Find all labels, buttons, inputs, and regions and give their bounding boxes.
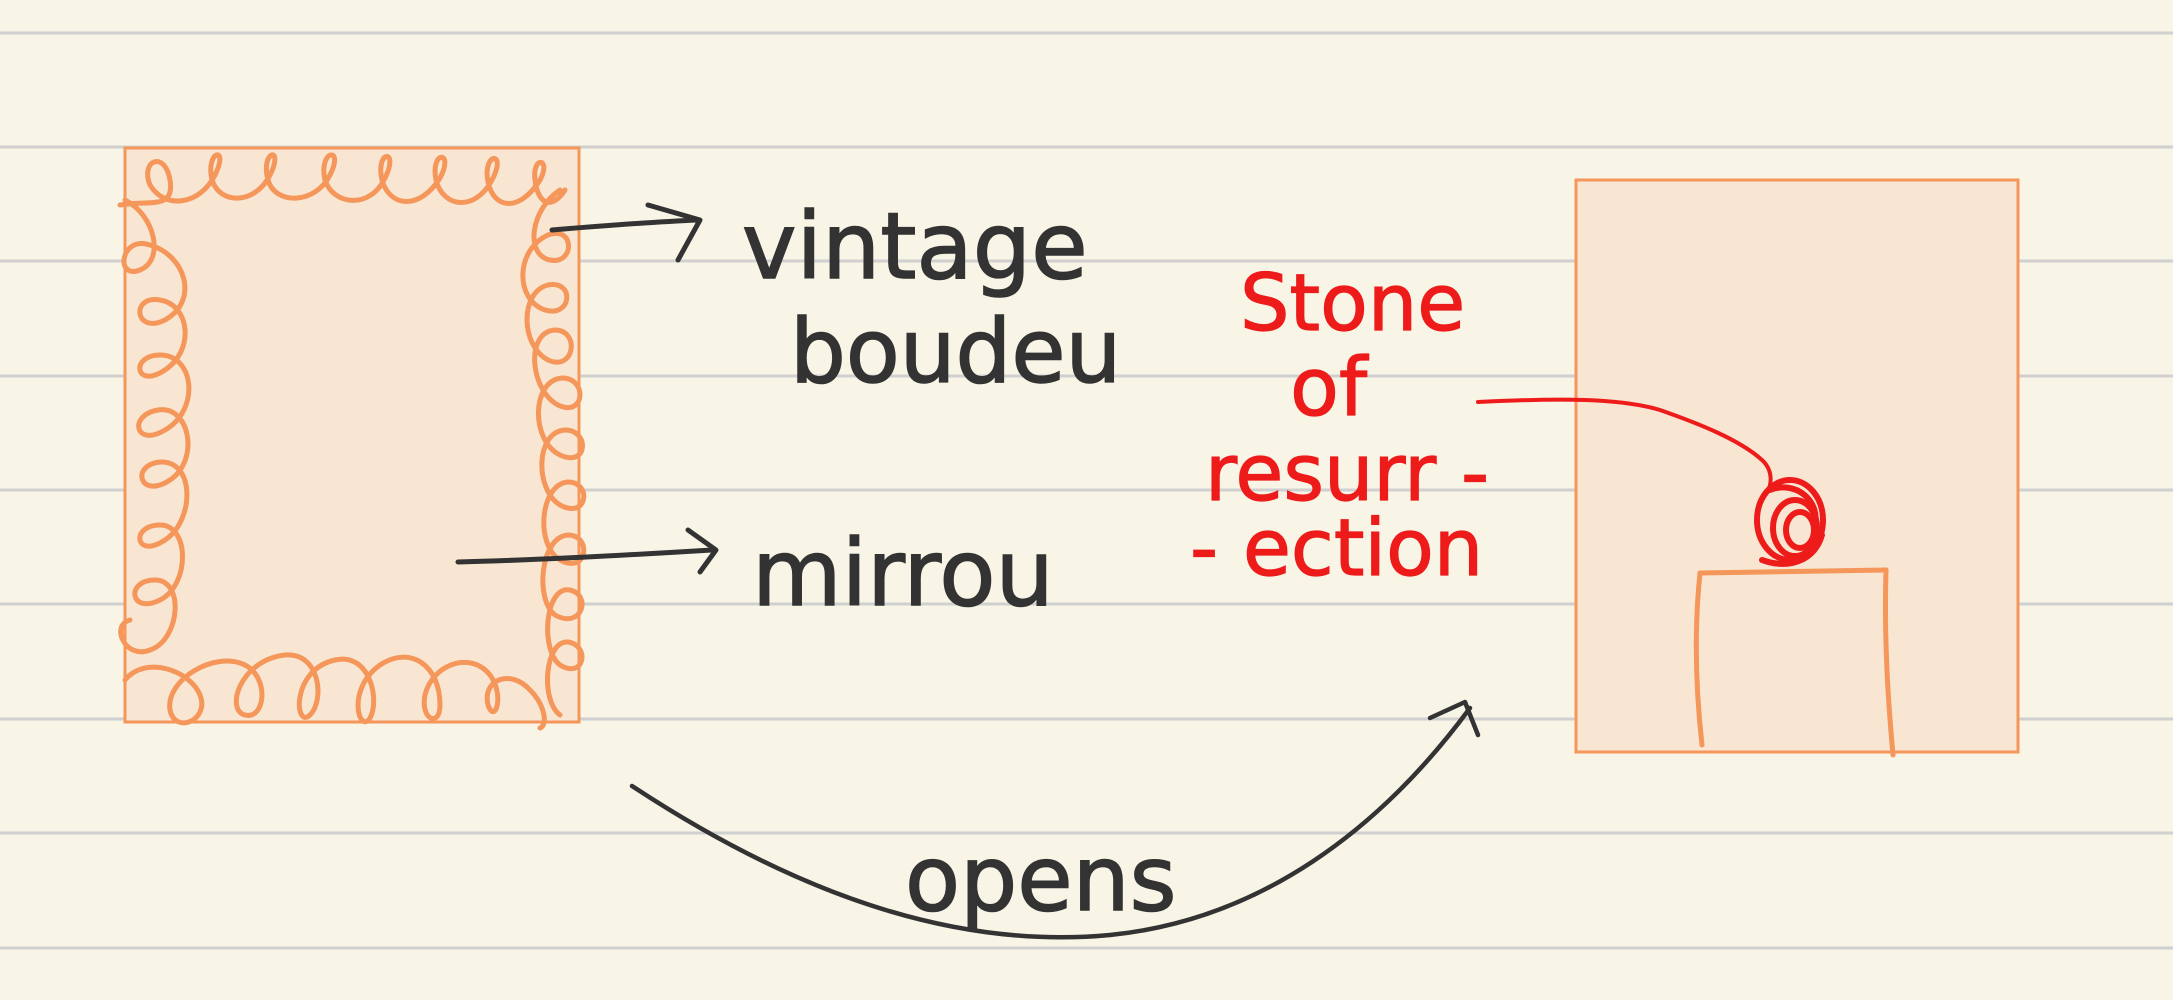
mirror-frame-icon [117, 146, 587, 731]
label-opens: opens [905, 827, 1177, 932]
pedestal-icon [1693, 567, 1896, 758]
opens-arrow [629, 699, 1481, 940]
pedestal-panel [1476, 178, 2020, 758]
label-ection: - ection [1190, 504, 1483, 594]
arrow-to-mirror [455, 527, 719, 575]
arrow-to-vintage [549, 202, 703, 263]
label-stone: Stone [1240, 259, 1465, 349]
label-boudeu: boudeu [790, 300, 1121, 403]
label-resurr: resurr - [1205, 429, 1489, 519]
stone-label-group: Stone of resurr - - ection [1189, 258, 1489, 594]
label-mirror: mirrou [752, 520, 1054, 627]
label-vintage: vintage [742, 193, 1088, 300]
stone-icon [1754, 477, 1826, 567]
stone-pointer-line [1476, 397, 1773, 492]
label-of: of [1290, 341, 1369, 434]
